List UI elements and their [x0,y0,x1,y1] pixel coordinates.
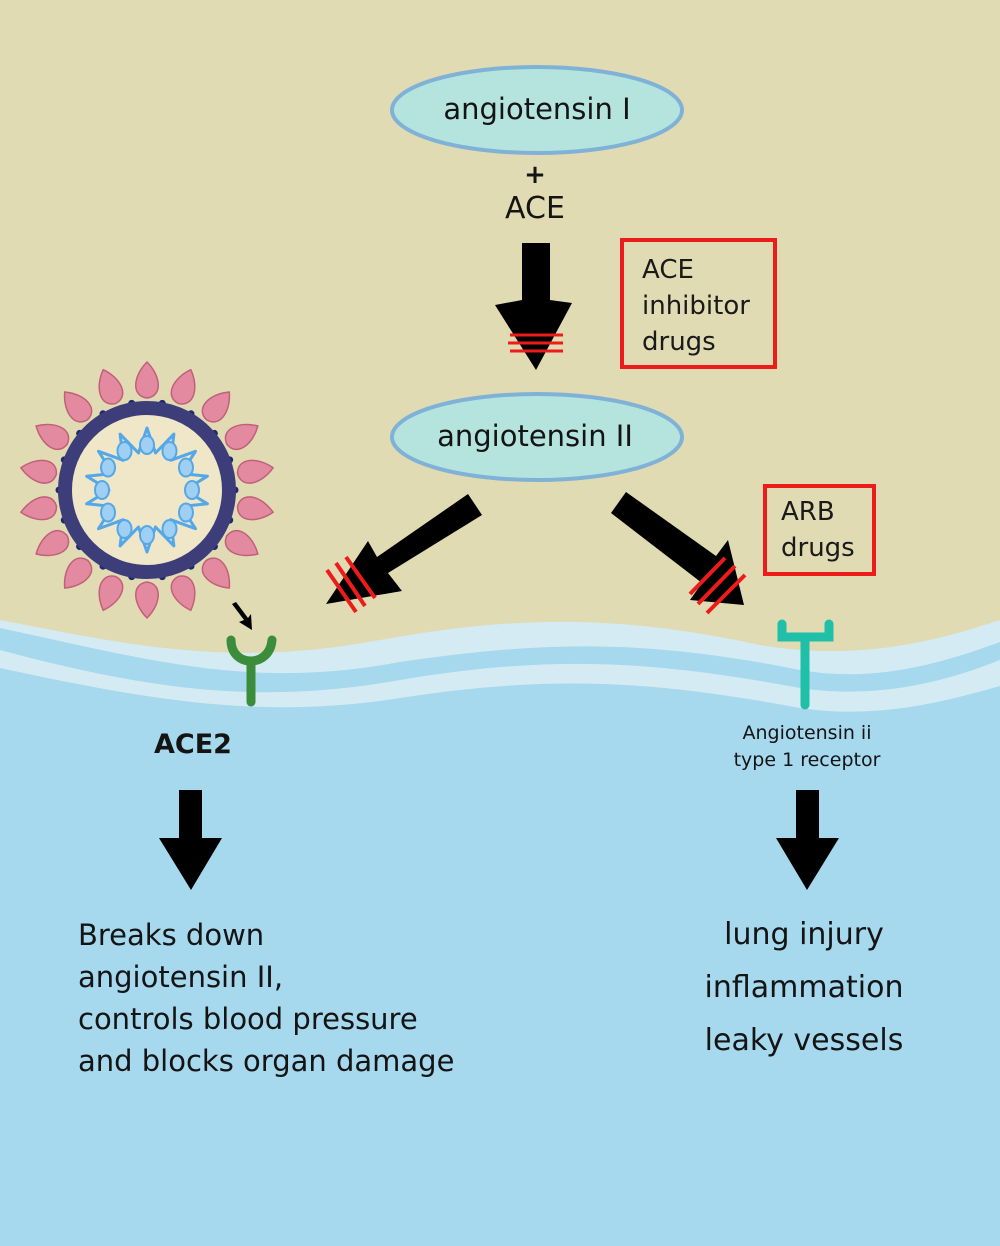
outcome-line: controls blood pressure [78,1002,418,1036]
virus-spike [63,557,93,589]
ace-conversion-arrow [495,243,572,370]
angiotensin-1-node [390,65,684,155]
angiotensin-2-label: angiotensin II [437,419,633,453]
outcome-line: leaky vessels [704,1023,904,1058]
ace-label: ACE [505,191,565,226]
virus-spike [201,557,231,589]
virus-spike [236,459,275,484]
at1-receptor-icon [777,619,834,710]
angiotensin-2-node [390,392,684,482]
virus-nucleocapsid [184,480,200,500]
virus-spike [224,529,259,557]
plus-sign: + [524,160,546,190]
virus-nucleocapsid [94,480,110,500]
ace2-pathway-arrow [326,494,482,604]
virus-spike [19,496,58,521]
virus-nucleocapsid [161,518,178,539]
outcome-line: and blocks organ damage [78,1044,455,1078]
virus-envelope [58,401,236,579]
virus-spike [35,423,70,451]
arb-drugs-label: ARB drugs [781,497,855,563]
virus-spike [224,423,259,451]
at1-pathway-arrow [611,492,744,605]
ace-inhibitor-block-icon [508,333,563,353]
virus-spike [135,360,159,399]
arb-block-icon [688,556,747,615]
virus-binding-arrow [232,602,252,630]
virus-spike [98,575,124,612]
virus-nucleocapsid [100,502,117,523]
virus-spike [63,391,93,423]
ace2-block-icon [325,555,377,614]
angiotensin-1-label: angiotensin I [443,92,631,126]
ace-inhibitor-drugs-box: ACE inhibitor drugs [620,238,777,369]
virus-nucleocapsid [139,435,155,455]
coronavirus-icon [19,360,275,620]
ace2-outcome-text: Breaks down angiotensin II, controls blo… [78,914,454,1082]
arb-drugs-box: ARB drugs [763,484,876,576]
virus-nucleocapsid [116,441,133,462]
virus-nucleocapsid [177,502,194,523]
virus-spike [170,575,196,612]
virus-spike [19,459,58,484]
ace-inhibitor-drugs-label: ACE inhibitor drugs [642,255,750,357]
virus-spike [236,496,275,521]
outcome-line: Breaks down [78,918,265,952]
extracellular-region [0,0,1000,653]
at1-receptor-label-line1: Angiotensin ii [742,722,872,744]
at1-receptor-label-line2: type 1 receptor [733,749,881,771]
at1-outcome-arrow [776,790,839,890]
ace2-receptor-icon [226,635,277,707]
virus-spike [35,529,70,557]
virus-spike [170,368,196,405]
outcome-line: lung injury [724,917,884,952]
virus-spike [201,391,231,423]
virus-nucleocapsid [177,457,194,478]
virus-nucleocapsid [161,441,178,462]
virus-nucleocapsid [139,525,155,545]
ace2-outcome-arrow [159,790,222,890]
virus-spike [98,368,124,405]
outcome-line: inflammation [704,970,904,1005]
at1-outcome-text: lung injury inflammation leaky vessels [705,908,904,1067]
virus-nucleocapsid [100,457,117,478]
virus-nucleocapsid [116,518,133,539]
virus-spike [135,581,159,620]
outcome-line: angiotensin II, [78,960,284,994]
ace2-label: ACE2 [154,729,232,760]
